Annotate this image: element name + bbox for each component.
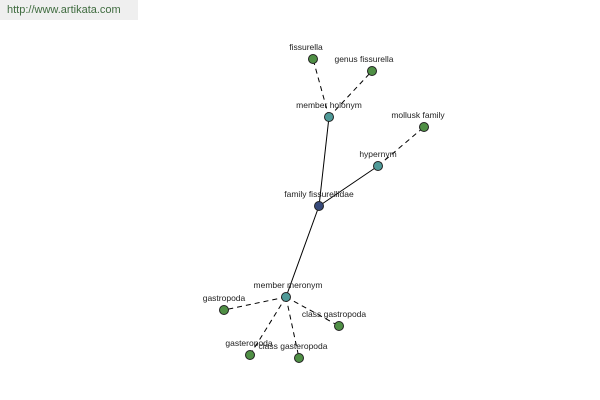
graph-labels: family fissurellidae member holonym hypern… — [203, 42, 446, 351]
edge-center-hypernym — [318, 165, 379, 207]
edge-member-holonym-fissurella — [312, 58, 330, 118]
node-genus-fissurella[interactable] — [367, 66, 377, 76]
edge-member-meronym-class-gasteropoda — [285, 296, 300, 359]
label-class-gasteropoda[interactable]: class gasteropoda — [259, 341, 328, 351]
edge-member-meronym-gasteropoda — [249, 296, 287, 356]
label-gastropoda[interactable]: gastropoda — [203, 293, 246, 303]
label-hypernym[interactable]: hypernym — [359, 149, 396, 159]
graph-nodes — [219, 54, 429, 363]
node-center[interactable] — [314, 201, 324, 211]
label-center[interactable]: family fissurellidae — [284, 189, 354, 199]
site-url-banner[interactable]: http://www.artikata.com — [0, 0, 138, 20]
site-url-link[interactable]: http://www.artikata.com — [7, 4, 121, 16]
node-class-gasteropoda[interactable] — [294, 353, 304, 363]
node-hypernym[interactable] — [373, 161, 383, 171]
label-fissurella[interactable]: fissurella — [289, 42, 323, 52]
node-class-gastropoda[interactable] — [334, 321, 344, 331]
node-mollusk-family[interactable] — [419, 122, 429, 132]
edge-center-member-meronym — [285, 205, 320, 298]
node-member-meronym[interactable] — [281, 292, 291, 302]
label-genus-fissurella[interactable]: genus fissurella — [334, 54, 393, 64]
node-gasteropoda[interactable] — [245, 350, 255, 360]
graph-edges — [223, 58, 425, 359]
edge-hypernym-mollusk-family — [377, 126, 425, 167]
label-member-holonym[interactable]: member holonym — [296, 100, 362, 110]
label-gasteropoda[interactable]: gasteropoda — [225, 338, 273, 348]
label-member-meronym[interactable]: member meronym — [254, 280, 323, 290]
edge-member-meronym-gastropoda — [223, 296, 287, 311]
node-fissurella[interactable] — [308, 54, 318, 64]
node-member-holonym[interactable] — [324, 112, 334, 122]
edge-member-holonym-genus-fissurella — [328, 70, 373, 118]
edge-center-member-holonym — [318, 116, 330, 207]
node-gastropoda[interactable] — [219, 305, 229, 315]
edge-member-meronym-class-gastropoda — [285, 296, 340, 327]
label-class-gastropoda[interactable]: class gastropoda — [302, 309, 367, 319]
label-mollusk-family[interactable]: mollusk family — [391, 110, 445, 120]
